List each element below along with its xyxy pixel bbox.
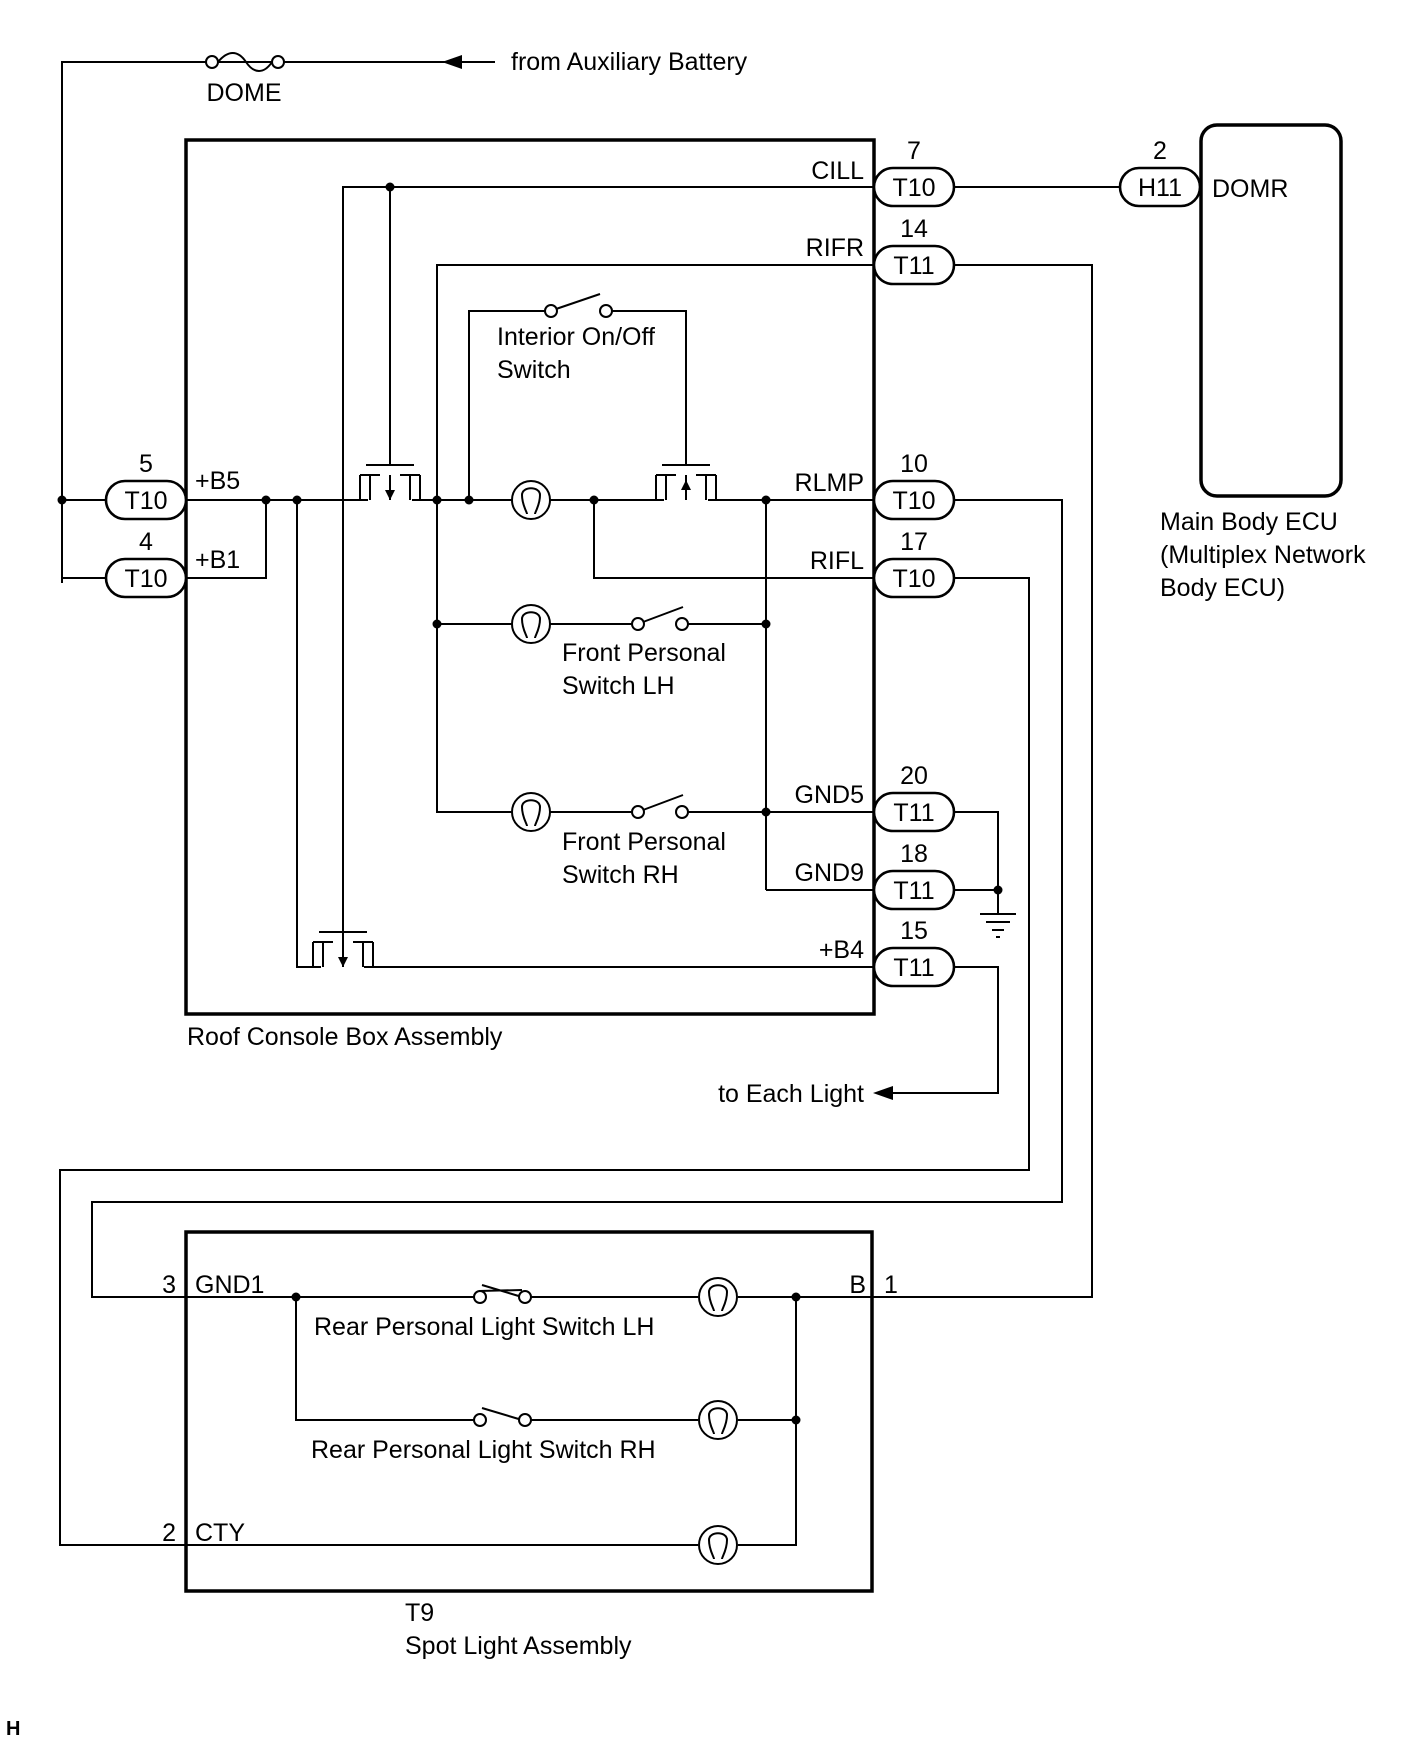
- connector-right-gnd5: T11 20 GND5: [795, 762, 956, 833]
- switch-icon: [473, 1284, 532, 1304]
- ecu-box: [1199, 123, 1343, 498]
- svg-text:T11: T11: [893, 954, 934, 982]
- connector-right-cill: T10 7 CILL: [811, 137, 956, 208]
- connector-right-gnd9: T11 18 GND9: [795, 840, 956, 911]
- connector-left-1: T10 5 +B5: [104, 450, 240, 521]
- svg-text:T10: T10: [892, 174, 935, 202]
- footer-mark: H: [6, 1718, 20, 1740]
- svg-text:T11: T11: [893, 877, 934, 905]
- spot-connector-label: T9: [405, 1599, 434, 1627]
- connector-right-b4: T11 15 +B4: [819, 917, 956, 988]
- wires: [59, 61, 1120, 1546]
- interior-switch-label: Interior On/Off: [497, 323, 655, 351]
- spot-terminal-b: B: [849, 1271, 866, 1299]
- front-rh-switch-label: Front Personal: [562, 828, 726, 856]
- front-rh-switch-label: Switch RH: [562, 861, 679, 889]
- svg-text:GND5: GND5: [795, 781, 864, 809]
- bulb-icon: [511, 604, 551, 644]
- switch-icon: [544, 293, 613, 318]
- svg-text:4: 4: [139, 528, 153, 556]
- svg-text:T10: T10: [892, 487, 935, 515]
- spot-pin-1: 1: [884, 1271, 898, 1299]
- interior-switch-label: Switch: [497, 356, 571, 384]
- ecu-label: (Multiplex Network: [1160, 541, 1366, 569]
- front-lh-switch-label: Front Personal: [562, 639, 726, 667]
- spot-terminal-cty: CTY: [195, 1519, 245, 1547]
- arrow-left-icon: [442, 55, 462, 69]
- spot-pin-3: 3: [162, 1271, 176, 1299]
- switch-icon: [473, 1407, 532, 1427]
- connector-right-rlmp: T10 10 RLMP: [795, 450, 956, 521]
- svg-text:RIFR: RIFR: [806, 234, 864, 262]
- svg-text:+B1: +B1: [195, 546, 240, 574]
- svg-text:2: 2: [1153, 137, 1167, 165]
- to-each-light-label: to Each Light: [718, 1080, 864, 1108]
- bulb-icon: [698, 1400, 738, 1440]
- rear-lh-switch-label: Rear Personal Light Switch LH: [314, 1313, 654, 1341]
- svg-text:18: 18: [900, 840, 928, 868]
- connector-left-2: T10 4 +B1: [104, 528, 240, 599]
- svg-text:T11: T11: [893, 252, 934, 280]
- spot-terminal-gnd1: GND1: [195, 1271, 264, 1299]
- svg-text:CILL: CILL: [811, 157, 864, 185]
- spot-light-box: [184, 1230, 874, 1593]
- ecu-label: Body ECU): [1160, 574, 1285, 602]
- switch-icon: [631, 794, 689, 819]
- roof-console-label: Roof Console Box Assembly: [187, 1023, 503, 1051]
- source-label: from Auxiliary Battery: [511, 48, 748, 76]
- svg-text:T10: T10: [892, 565, 935, 593]
- rear-rh-switch-label: Rear Personal Light Switch RH: [311, 1436, 656, 1464]
- svg-text:RLMP: RLMP: [795, 469, 864, 497]
- ecu-label: Main Body ECU: [1160, 508, 1338, 536]
- relay-icon: [655, 464, 717, 501]
- fuse-label: DOME: [207, 79, 282, 107]
- bulb-icon: [698, 1277, 738, 1317]
- bulb-icon: [511, 480, 551, 520]
- svg-text:T10: T10: [124, 487, 167, 515]
- svg-text:14: 14: [900, 215, 928, 243]
- switch-icon: [631, 606, 689, 631]
- svg-text:T10: T10: [124, 565, 167, 593]
- svg-text:15: 15: [900, 917, 928, 945]
- connector-ecu: H11 2 DOMR: [1118, 137, 1288, 208]
- svg-text:+B4: +B4: [819, 936, 864, 964]
- arrow-left-icon: [873, 1086, 893, 1100]
- svg-text:5: 5: [139, 450, 153, 478]
- svg-text:10: 10: [900, 450, 928, 478]
- relay-icon: [359, 464, 421, 501]
- connector-right-rifl: T10 17 RIFL: [810, 528, 956, 599]
- bulb-icon: [698, 1525, 738, 1565]
- svg-text:T11: T11: [893, 799, 934, 827]
- svg-text:GND9: GND9: [795, 859, 864, 887]
- ground-icon: [980, 913, 1016, 938]
- junction-dots: [57, 182, 1003, 1425]
- svg-text:17: 17: [900, 528, 928, 556]
- bulb-icon: [511, 792, 551, 832]
- svg-text:H11: H11: [1138, 174, 1182, 202]
- spot-light-label: Spot Light Assembly: [405, 1632, 632, 1660]
- svg-text:20: 20: [900, 762, 928, 790]
- svg-text:DOMR: DOMR: [1212, 175, 1288, 203]
- svg-text:RIFL: RIFL: [810, 547, 864, 575]
- svg-text:7: 7: [907, 137, 921, 165]
- spot-pin-2: 2: [162, 1519, 176, 1547]
- front-lh-switch-label: Switch LH: [562, 672, 675, 700]
- relay-icon: [312, 931, 374, 968]
- svg-text:+B5: +B5: [195, 467, 240, 495]
- connector-right-rifr: T11 14 RIFR: [806, 215, 956, 286]
- fuse-icon: [205, 52, 285, 72]
